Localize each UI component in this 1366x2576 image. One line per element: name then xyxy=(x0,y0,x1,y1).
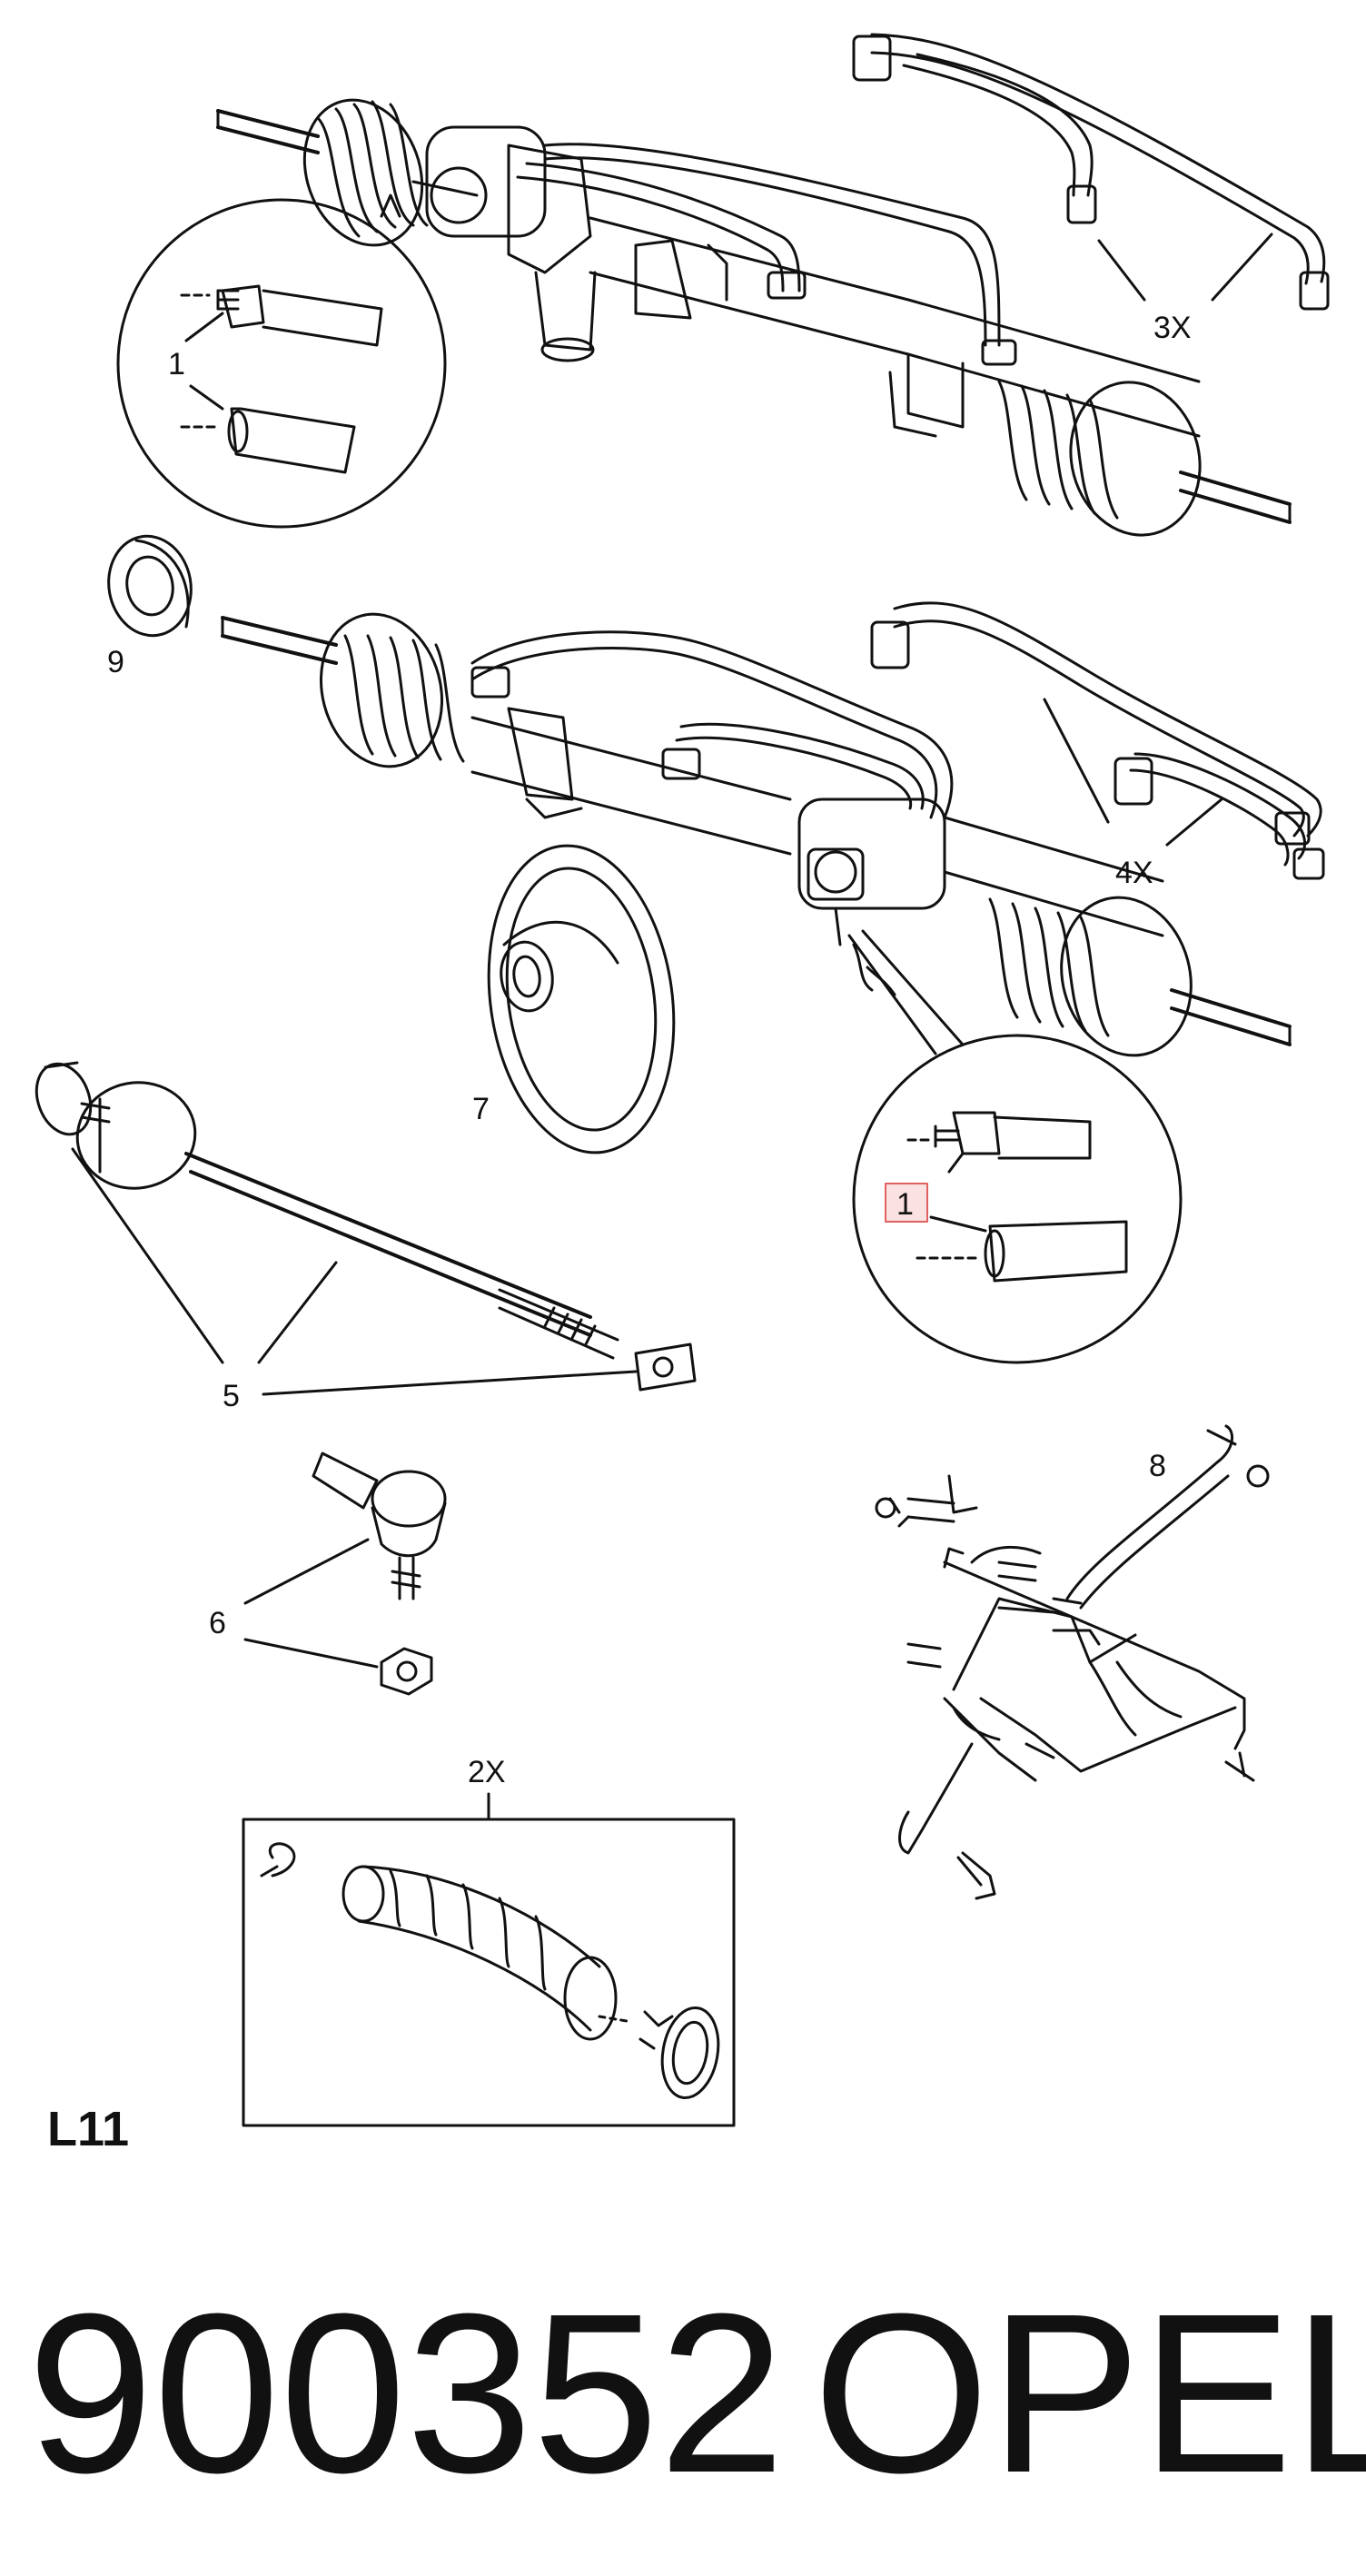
callout-3x: 3X xyxy=(1153,311,1192,345)
callout-2x: 2X xyxy=(468,1755,506,1789)
part-number: 900352 xyxy=(27,2266,786,2520)
callout-9: 9 xyxy=(107,645,124,679)
callout-7: 7 xyxy=(472,1092,490,1126)
boot-kit-part-2x xyxy=(242,1792,736,2127)
callout-6: 6 xyxy=(209,1606,226,1640)
section-label: L11 xyxy=(47,2102,129,2156)
seal-part-9 xyxy=(107,534,193,638)
callout-8: 8 xyxy=(1149,1449,1166,1483)
callout-5: 5 xyxy=(223,1379,240,1413)
ball-joint-part-6 xyxy=(243,1451,447,1696)
detail-circle-top xyxy=(116,193,447,529)
detail-circle-middle xyxy=(847,929,1183,1364)
rubber-boot-part-7 xyxy=(487,844,676,1154)
tie-rod-part-5 xyxy=(35,1061,697,1396)
steering-rack-lower xyxy=(221,601,1325,1057)
steering-rack-upper xyxy=(216,33,1330,537)
callout-4x: 4X xyxy=(1115,856,1153,890)
mounting-bracket-part-8 xyxy=(875,1424,1270,1900)
highlight-marker xyxy=(885,1183,928,1223)
callout-1-top: 1 xyxy=(168,347,185,381)
brand-name: OPEL xyxy=(813,2266,1366,2520)
callout-1-middle: 1 xyxy=(896,1187,914,1222)
